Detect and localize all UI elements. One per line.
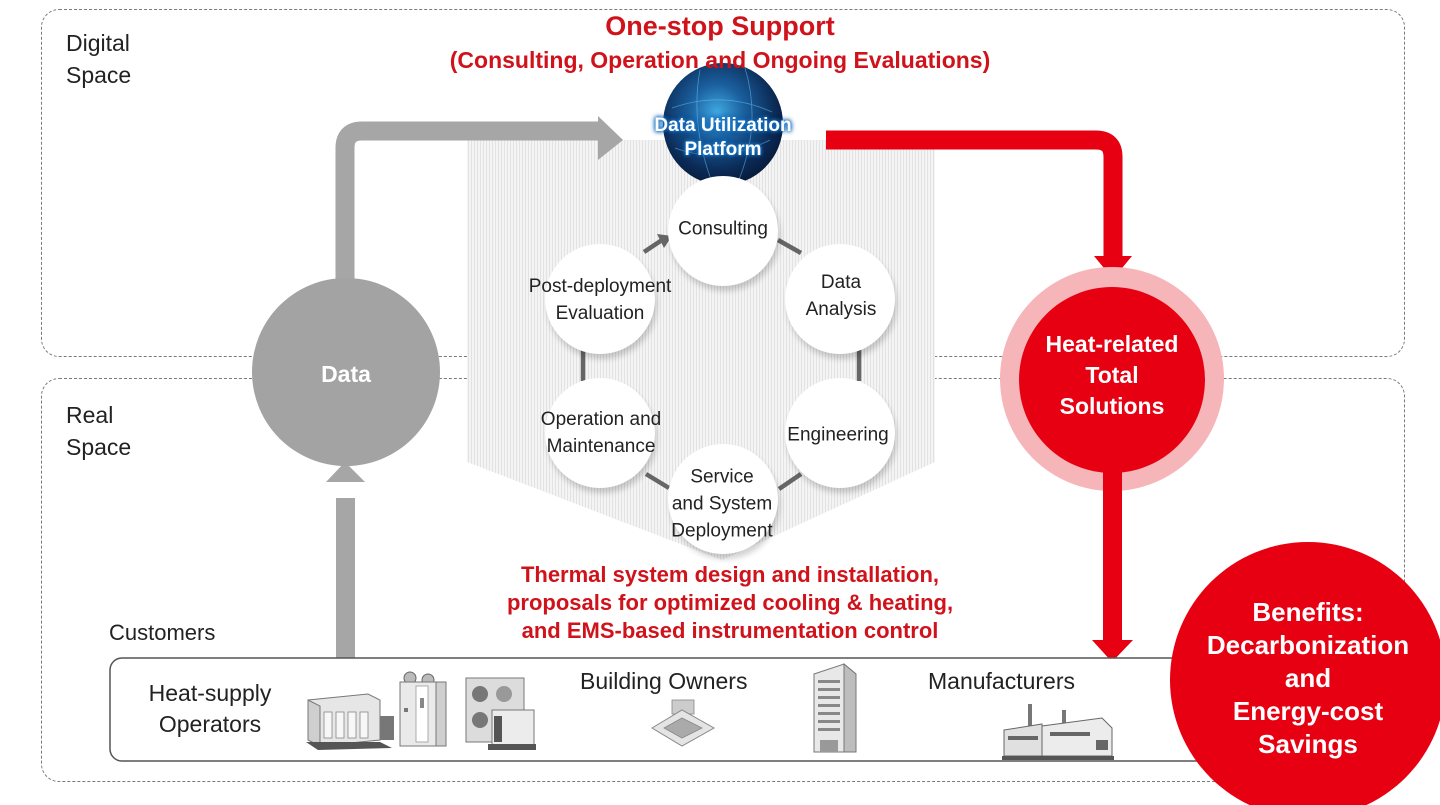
chiller-unit-icon (306, 693, 394, 750)
one-stop-support-title: One-stop Support (605, 11, 835, 41)
solutions-circle (1019, 287, 1205, 473)
customer-group-building-owners: Building Owners (580, 668, 748, 694)
office-building-icon (813, 662, 857, 753)
cooling-tower-icon (465, 677, 536, 750)
heat-related-solutions-label: Heat-related Total Solutions (1045, 331, 1179, 419)
cycle-connectors (580, 238, 862, 491)
heat-pump-cabinet-icon (399, 671, 447, 747)
globe-network-lines (671, 67, 773, 183)
data-upflow-arrow-head (326, 462, 365, 482)
customer-group-manufacturers: Manufacturers (928, 668, 1076, 694)
data-analysis-label: Data Analysis (805, 272, 877, 320)
data-utilization-platform: Data Utilization Platform (654, 115, 792, 160)
solutions-to-customers-arrow-head (1092, 640, 1133, 662)
customers-label: Customers (109, 620, 216, 645)
ceiling-cassette-ac-icon (651, 699, 716, 747)
digital-space-label: Digital Space (66, 30, 132, 88)
cycle-step-consulting (668, 176, 778, 286)
data-label: Data (321, 361, 371, 387)
consulting-label: Consulting (678, 218, 768, 240)
real-space-label: Real Space (66, 402, 132, 460)
data-to-platform-arrow-head (598, 116, 623, 160)
cycle-step-operation-maintenance (545, 378, 655, 488)
benefits-label: Benefits: Decarbonization and Energy-cos… (1206, 597, 1410, 759)
data-upflow-arrow-shaft (336, 498, 355, 658)
cycle-step-data-analysis (785, 244, 895, 354)
cycle-step-engineering (785, 378, 895, 488)
services-description: Thermal system design and installation, … (506, 562, 954, 643)
factory-icon (1002, 704, 1114, 760)
cycle-step-service-deployment (668, 444, 778, 554)
one-stop-support-subtitle: (Consulting, Operation and Ongoing Evalu… (449, 47, 991, 73)
benefits-circle (1170, 542, 1440, 805)
globe-icon (663, 63, 783, 185)
cycle-step-post-deployment (545, 244, 655, 354)
service-deployment-label: Service and System Deployment (671, 466, 773, 542)
platform-to-solutions-arrow (826, 130, 1123, 265)
data-circle (252, 278, 440, 466)
data-to-platform-arrow (335, 121, 600, 282)
post-deployment-label: Post-deployment Evaluation (528, 276, 672, 324)
engineering-label: Engineering (787, 424, 889, 446)
solutions-to-customers-arrow-shaft (1103, 470, 1122, 645)
operation-maintenance-label: Operation and Maintenance (540, 409, 662, 457)
customer-group-heat-supply-operators: Heat-supply Operators (148, 680, 272, 737)
